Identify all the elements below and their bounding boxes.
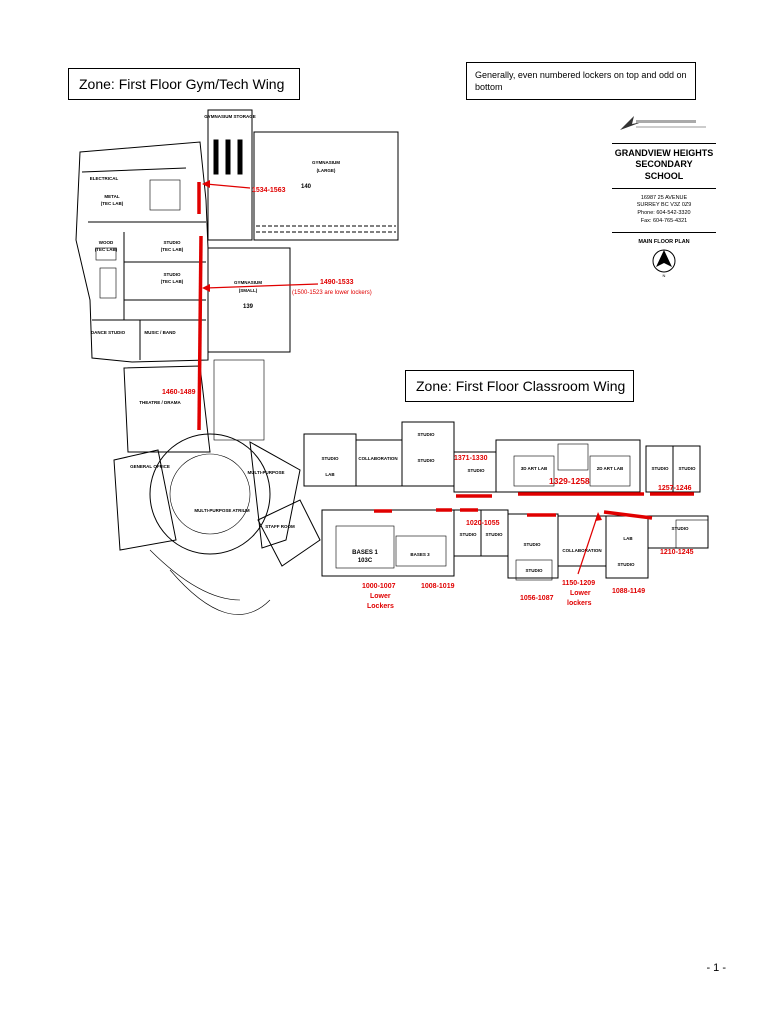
- plan-title: MAIN FLOOR PLAN: [638, 238, 690, 245]
- collaboration-label-a: COLLABORATION: [358, 456, 397, 461]
- school-fax: Fax: 604-765-4321: [640, 217, 688, 224]
- locker-arrow-1088: [603, 510, 653, 520]
- floor-plan-map: GYMNASIUM (LARGE) 140 GYMNASIUM STORAGE …: [75, 109, 709, 615]
- locker-range-1329: 1329-1258: [549, 476, 590, 486]
- zone-label-classroom: Zone: First Floor Classroom Wing: [405, 370, 634, 402]
- locker-range-1088: 1088-1149: [612, 588, 645, 595]
- studio-label-a: STUDIO: [321, 456, 339, 461]
- leader-1490: [205, 283, 319, 289]
- leader-1534: [205, 183, 251, 189]
- studio-tec2-label2: (TEC LAB): [161, 279, 184, 284]
- bases1-label: BASES 1: [352, 550, 378, 556]
- studio-label-j: STUDIO: [525, 568, 543, 573]
- locker-range-1000: 1000-1007: [362, 583, 396, 590]
- school-phone: Phone: 604-542-3320: [637, 210, 691, 217]
- district-logo: [620, 116, 706, 130]
- locker-arrow-corridor: [197, 235, 203, 431]
- electrical-label: ELECTRICAL: [90, 176, 119, 181]
- gym-small-label2: (SMALL): [239, 288, 258, 293]
- school-address-line2: SURREY BC V3Z 0Z9: [636, 202, 692, 209]
- studio-tec1-label2: (TEC LAB): [161, 247, 184, 252]
- wood-label: WOOD: [99, 240, 114, 245]
- plan-title-section: MAIN FLOOR PLAN: [612, 231, 716, 245]
- locker-note-1500: (1500-1523 are lower lockers): [292, 290, 372, 296]
- locker-range-1000-lockers: Lockers: [367, 603, 394, 610]
- general-office-label: GENERAL OFFICE: [130, 464, 170, 469]
- zone-label-classroom-text: Zone: First Floor Classroom Wing: [416, 378, 626, 394]
- studio-tec1-label: STUDIO: [163, 240, 181, 245]
- studio-label-l: STUDIO: [671, 526, 689, 531]
- gym-large-number: 140: [301, 184, 312, 190]
- studio-label-g: STUDIO: [459, 532, 477, 537]
- gym-small-label: GYMNASIUM: [234, 280, 262, 285]
- locker-range-1000-lower: Lower: [370, 593, 391, 600]
- school-name-line1: GRANDVIEW HEIGHTS: [614, 148, 714, 158]
- leader-1150: [577, 513, 599, 575]
- locker-range-1008: 1008-1019: [421, 583, 455, 590]
- locker-range-1490: 1490-1533: [320, 279, 354, 286]
- studio-tec2-label: STUDIO: [163, 272, 181, 277]
- dance-label: DANCE STUDIO: [91, 330, 126, 335]
- locker-note-text: Generally, even numbered lockers on top …: [475, 70, 687, 93]
- locker-range-1150-lockers: lockers: [567, 600, 592, 607]
- school-address-section: 16987 25 AVENUE SURREY BC V3Z 0Z9 Phone:…: [612, 187, 716, 226]
- locker-range-1210: 1210-1245: [660, 549, 694, 556]
- north-arrow-icon: N: [652, 249, 676, 278]
- staff-room-label: STAFF ROOM: [265, 524, 295, 529]
- studio-label-h: STUDIO: [485, 532, 503, 537]
- lab-label-b: LAB: [623, 536, 633, 541]
- locker-range-1460: 1460-1489: [162, 389, 196, 396]
- page-number: - 1 -: [706, 962, 726, 974]
- locker-range-1371: 1371-1330: [454, 455, 488, 462]
- bases3-label: BASES 3: [410, 552, 430, 557]
- studio-label-b: STUDIO: [417, 432, 435, 437]
- studio-label-e: STUDIO: [651, 466, 669, 471]
- collaboration-label-b: COLLABORATION: [562, 548, 601, 553]
- locker-range-1150: 1150-1209: [562, 580, 595, 587]
- school-info-block: GRANDVIEW HEIGHTS SECONDARY SCHOOL 16987…: [612, 112, 716, 284]
- zone-label-gym-tech-text: Zone: First Floor Gym/Tech Wing: [79, 76, 285, 92]
- multi-purpose-label: MULTI-PURPOSE: [248, 470, 285, 475]
- gym-large-outline: [253, 131, 399, 241]
- gym-storage-label: GYMNASIUM STORAGE: [204, 114, 255, 119]
- zone-label-gym-tech: Zone: First Floor Gym/Tech Wing: [68, 68, 300, 100]
- svg-text:N: N: [663, 273, 666, 278]
- art-lab-label: 3D ART LAB: [521, 466, 548, 471]
- studio-label-i: STUDIO: [523, 542, 541, 547]
- gym-small-number: 139: [243, 304, 254, 310]
- art-lab2-label: 2D ART LAB: [597, 466, 624, 471]
- gym-large-label: GYMNASIUM: [312, 160, 340, 165]
- school-address-line1: 16987 25 AVENUE: [640, 194, 688, 201]
- locker-range-1257: 1257-1246: [658, 485, 692, 492]
- multi-atrium-label: MULTI-PURPOSE ATRIUM: [194, 508, 249, 513]
- wood-label2: (TEC LAB): [95, 247, 118, 252]
- school-name-line3: SCHOOL: [644, 170, 684, 181]
- locker-range-1150-lower: Lower: [570, 590, 591, 597]
- studio-label-c: STUDIO: [417, 458, 435, 463]
- school-name-section: GRANDVIEW HEIGHTS SECONDARY SCHOOL: [612, 143, 716, 182]
- metal-label2: (TEC LAB): [101, 201, 124, 206]
- studio-label-d: STUDIO: [467, 468, 485, 473]
- locker-range-1534: 1534-1563: [252, 187, 286, 194]
- studio-label-f: STUDIO: [678, 466, 696, 471]
- locker-range-1020: 1020-1055: [466, 520, 500, 527]
- school-name-line2: SECONDARY: [635, 159, 693, 170]
- music-label: MUSIC / BAND: [144, 330, 176, 335]
- theatre-label: THEATRE / DRAMA: [139, 400, 181, 405]
- locker-range-1056: 1056-1087: [520, 595, 554, 602]
- locker-note: Generally, even numbered lockers on top …: [466, 62, 696, 100]
- metal-label: METAL: [104, 194, 119, 199]
- gym-large-label2: (LARGE): [317, 168, 336, 173]
- studio-label-k: STUDIO: [617, 562, 635, 567]
- bases1-number: 103C: [358, 558, 373, 564]
- lab-label-a: LAB: [325, 472, 335, 477]
